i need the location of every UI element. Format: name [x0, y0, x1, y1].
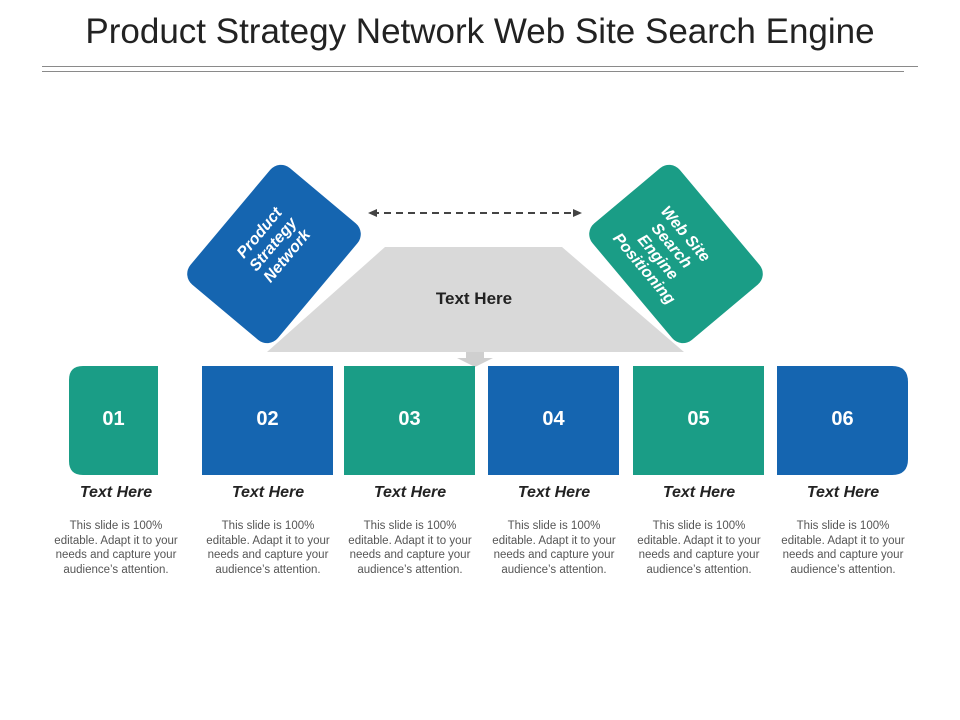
- item-description: This slide is 100% editable. Adapt it to…: [637, 520, 761, 576]
- box-number: 05: [687, 408, 710, 430]
- left-diamond-card: [187, 164, 361, 344]
- box-03: [344, 366, 475, 475]
- right-diamond-card: [589, 164, 763, 344]
- item-description: This slide is 100% editable. Adapt it to…: [54, 520, 178, 576]
- page-title: Product Strategy Network Web Site Search…: [85, 12, 875, 51]
- box-number: 01: [102, 408, 125, 430]
- item-title: Text Here: [806, 484, 880, 501]
- box-number: 02: [256, 408, 279, 430]
- item-title: Text Here: [517, 484, 591, 501]
- down-arrow-icon: [457, 352, 493, 367]
- title-divider-bottom: [42, 71, 904, 72]
- center-trapezoid: [267, 247, 684, 352]
- box-01: [69, 366, 158, 475]
- item-title: Text Here: [662, 484, 736, 501]
- center-label: Text Here: [435, 289, 513, 308]
- item-description: This slide is 100% editable. Adapt it to…: [781, 520, 905, 576]
- box-number: 06: [831, 408, 854, 430]
- box-number: 04: [542, 408, 565, 430]
- box-06: [777, 366, 908, 475]
- box-02: [202, 366, 333, 475]
- item-title: Text Here: [231, 484, 305, 501]
- box-number: 03: [398, 408, 421, 430]
- item-title: Text Here: [373, 484, 447, 501]
- box-05: [633, 366, 764, 475]
- title-divider-top: [42, 66, 918, 67]
- item-description: This slide is 100% editable. Adapt it to…: [492, 520, 616, 576]
- item-description: This slide is 100% editable. Adapt it to…: [206, 520, 330, 576]
- item-title: Text Here: [79, 484, 153, 501]
- box-04: [488, 366, 619, 475]
- item-description: This slide is 100% editable. Adapt it to…: [348, 520, 472, 576]
